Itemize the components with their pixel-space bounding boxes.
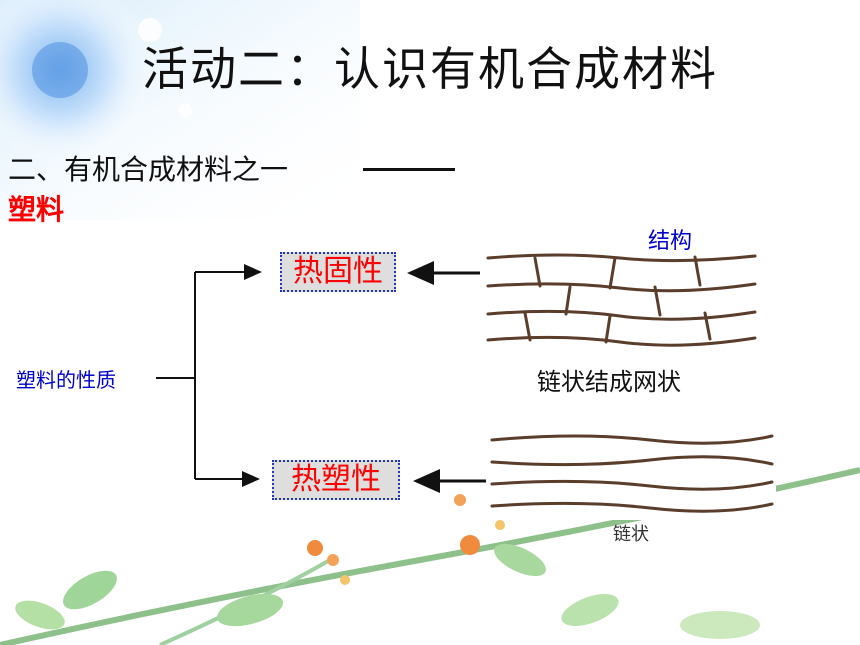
thermoplastic-box: 热塑性 <box>272 460 400 500</box>
slide-title: 活动二：认识有机合成材料 <box>142 42 718 96</box>
network-structure-caption: 链状结成网状 <box>537 368 681 396</box>
structure-heading: 结构 <box>648 229 693 254</box>
plastic-label: 塑料 <box>8 193 65 226</box>
chain-structure-caption: 链状 <box>613 524 649 545</box>
chain-structure-image <box>486 428 776 520</box>
plastic-properties-label: 塑料的性质 <box>16 368 116 392</box>
thermoset-box: 热固性 <box>280 252 396 292</box>
fill-in-blank-line <box>363 168 455 171</box>
network-structure-image <box>482 248 764 350</box>
section-subtitle: 二、有机合成材料之一 <box>8 153 289 186</box>
